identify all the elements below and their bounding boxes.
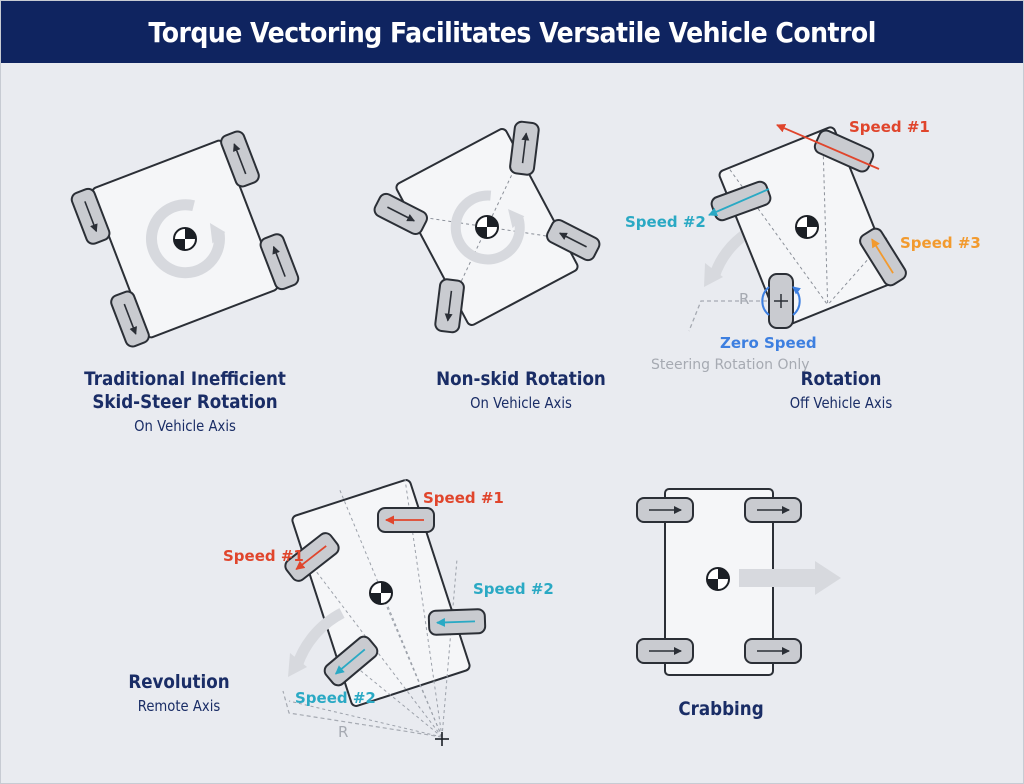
rotation-wheel-speed3 (859, 227, 907, 287)
rotation-speed3-label: Speed #3 (900, 234, 981, 252)
revolution-wheel-front-left (284, 532, 340, 582)
non-skid-subtitle: On Vehicle Axis (470, 394, 572, 412)
non-skid-center-mark (475, 215, 499, 239)
revolution-wheel-front-right (377, 507, 435, 533)
crab-wheel-front-left (636, 497, 694, 523)
rotation-radius-label: R (739, 290, 749, 308)
crab-motion-arrow (739, 561, 841, 595)
rotation-speed2-arrow (708, 188, 770, 216)
crab-wheel-front-right (744, 497, 802, 523)
crabbing-title: Crabbing (678, 698, 764, 720)
skid-wheel-rear-right (259, 233, 300, 291)
revolution-subtitle: Remote Axis (137, 697, 221, 715)
non-skid-title: Non-skid Rotation (436, 368, 606, 390)
page-title: Torque Vectoring Facilitates Versatile V… (148, 15, 876, 49)
rotation-title: Rotation (800, 368, 882, 390)
crab-wheel-rear-right (744, 638, 802, 664)
revolution-speed2-left-label: Speed #2 (295, 689, 376, 707)
skid-steer-vehicle (70, 130, 300, 348)
steering-note-label: Steering Rotation Only (651, 357, 810, 373)
revolution-title: Revolution (128, 671, 230, 693)
zero-speed-label: Zero Speed (720, 334, 817, 352)
skid-center-mark (173, 227, 197, 251)
revolution-speed1-left-label: Speed #1 (223, 547, 304, 565)
rotation-wheel-speed1 (813, 129, 875, 173)
skid-steer-caption: Traditional Inefficient Skid-Steer Rotat… (55, 368, 315, 436)
revolution-group: Speed #1 Speed #1 Speed #2 Speed #2 R (223, 478, 554, 746)
revolution-wheel-rear-right (427, 608, 487, 636)
rotation-speed1-label: Speed #1 (849, 118, 930, 136)
skid-steer-subtitle: On Vehicle Axis (134, 417, 236, 435)
skid-wheel-front-left (70, 187, 111, 245)
non-skid-vehicle (373, 120, 601, 334)
rotation-off-axis-group: Speed #1 Speed #2 Speed #3 R Zero Speed … (625, 118, 981, 373)
rotation-subtitle: Off Vehicle Axis (789, 394, 893, 412)
revolution-radius-label: R (338, 723, 348, 741)
revolution-center-mark (369, 581, 393, 605)
revolution-wheel-rear-left (323, 635, 379, 687)
rotation-speed2-label: Speed #2 (625, 213, 706, 231)
revolution-speed1-right-label: Speed #1 (423, 489, 504, 507)
non-skid-caption: Non-skid Rotation On Vehicle Axis (401, 368, 641, 413)
crab-center-mark (706, 567, 730, 591)
rotation-speed1-arrow (776, 124, 880, 170)
skid-wheel-rear-left (110, 290, 150, 348)
skid-steer-title-line1: Traditional Inefficient (84, 368, 286, 390)
rotation-center-mark (795, 215, 819, 239)
skid-steer-title-line2: Skid-Steer Rotation (92, 391, 278, 413)
crab-wheel-rear-left (636, 638, 694, 664)
crabbing-group (636, 488, 841, 676)
revolution-caption: Revolution Remote Axis (89, 671, 269, 716)
revolution-speed2-right-label: Speed #2 (473, 580, 554, 598)
rotation-wheel-zero-speed (761, 273, 801, 329)
skid-wheel-front-right (220, 130, 260, 188)
revolution-pivot-mark (435, 732, 449, 746)
rotation-caption: Rotation Off Vehicle Axis (741, 368, 941, 413)
header-bar: Torque Vectoring Facilitates Versatile V… (1, 1, 1023, 63)
crabbing-caption: Crabbing (641, 698, 801, 721)
